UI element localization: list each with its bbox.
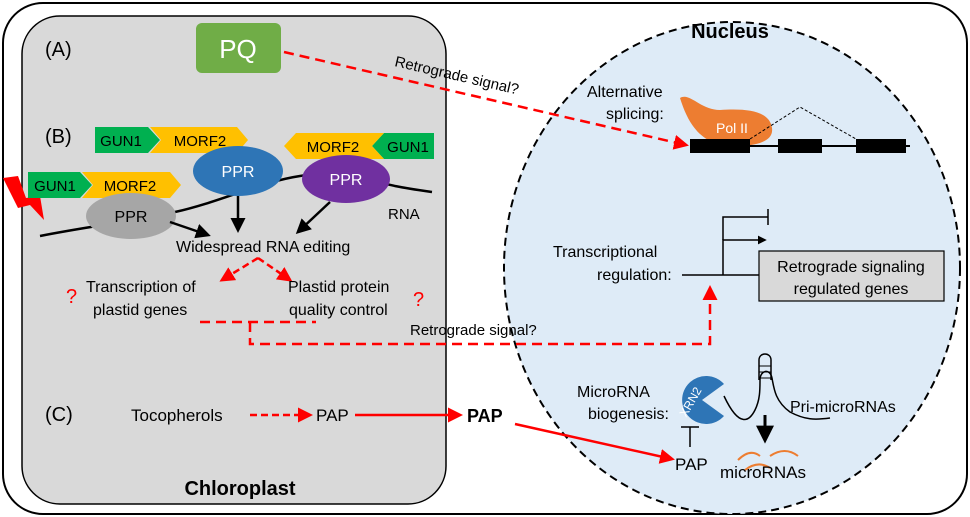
hairpin-rungs bbox=[759, 365, 771, 379]
pq-label: PQ bbox=[219, 34, 257, 64]
pap-cytosol-label: PAP bbox=[467, 406, 503, 426]
pap-chloroplast-label: PAP bbox=[316, 406, 349, 425]
gun1-morf2-complex-2: GUN1 MORF2 bbox=[284, 133, 434, 159]
ppr-purple-label: PPR bbox=[330, 172, 363, 189]
pol2-label: Pol II bbox=[716, 120, 748, 136]
ppr-blue-label: PPR bbox=[222, 164, 255, 181]
widespread-editing-label: Widespread RNA editing bbox=[176, 239, 350, 256]
gun1-tag bbox=[28, 172, 92, 198]
tocopherols-label: Tocopherols bbox=[131, 406, 223, 425]
retrograde-signal-a-arrow bbox=[283, 50, 689, 150]
panel-c-label: (C) bbox=[45, 404, 73, 426]
microrna-fragment-2 bbox=[769, 450, 799, 457]
editing-arrow-gray bbox=[169, 220, 211, 239]
gun1-morf2-complex-3: GUN1 MORF2 bbox=[28, 172, 181, 198]
pol2-enzyme bbox=[680, 96, 773, 146]
regulated-genes-box bbox=[758, 250, 945, 302]
to-transcription-arrow bbox=[219, 256, 259, 282]
question-mark-right: ? bbox=[413, 289, 424, 311]
morf2-label: MORF2 bbox=[104, 178, 157, 195]
ppr-blue bbox=[193, 146, 283, 196]
pq-box bbox=[196, 23, 281, 73]
quality-label-2: quality control bbox=[289, 302, 388, 319]
lightning-bolt-icon bbox=[3, 176, 44, 220]
regulated-genes-label-2: regulated genes bbox=[794, 281, 909, 298]
transcriptional-regulation-label-1: Transcriptional bbox=[553, 244, 657, 261]
chloroplast-label: Chloroplast bbox=[184, 478, 295, 500]
micrornas-label: microRNAs bbox=[720, 463, 806, 482]
morf2-label: MORF2 bbox=[174, 133, 227, 150]
to-quality-arrow bbox=[257, 256, 293, 282]
gun1-label: GUN1 bbox=[34, 178, 76, 195]
retrograde-signal-b-label: Retrograde signal? bbox=[410, 322, 537, 339]
microrna-biogenesis-label-1: MicroRNA bbox=[577, 384, 650, 401]
gun1-tag bbox=[372, 133, 434, 159]
promoter-repression bbox=[722, 216, 768, 240]
editing-arrow-purple bbox=[295, 201, 331, 235]
pap-nucleus-label: PAP bbox=[675, 455, 708, 474]
chloroplast-compartment bbox=[21, 15, 447, 505]
microrna-biogenesis-label-2: biogenesis: bbox=[588, 406, 669, 423]
regulated-genes-label-1: Retrograde signaling bbox=[777, 259, 925, 276]
gun1-tag bbox=[95, 127, 160, 153]
gun1-morf2-complex-1: GUN1 MORF2 bbox=[95, 127, 248, 153]
xrn2-enzyme bbox=[682, 376, 724, 425]
ppr-gray bbox=[86, 193, 176, 239]
ppr-gray-label: PPR bbox=[115, 209, 148, 226]
transcriptional-regulation-label-2: regulation: bbox=[597, 267, 672, 284]
morf2-label: MORF2 bbox=[307, 139, 360, 156]
rna-label: RNA bbox=[388, 206, 420, 223]
exon-2 bbox=[778, 139, 822, 153]
morf2-tag bbox=[284, 133, 384, 159]
gun1-label: GUN1 bbox=[100, 133, 142, 150]
transcription-label-2: plastid genes bbox=[93, 302, 187, 319]
panel-a-label: (A) bbox=[45, 39, 72, 61]
exon-1 bbox=[690, 139, 750, 153]
microrna-fragment-1 bbox=[737, 451, 761, 461]
splice-junction bbox=[749, 106, 857, 140]
pap-import-arrow bbox=[514, 422, 675, 464]
question-mark-left: ? bbox=[66, 286, 77, 308]
morf2-tag bbox=[150, 127, 248, 153]
pri-microrna-hairpin bbox=[758, 353, 772, 380]
gun1-label: GUN1 bbox=[387, 139, 429, 156]
transcription-label-1: Transcription of bbox=[86, 279, 196, 296]
ppr-purple bbox=[302, 155, 390, 203]
quality-label-1: Plastid protein bbox=[288, 279, 389, 296]
alternative-splicing-label-1: Alternative bbox=[587, 84, 663, 101]
alternative-splicing-label-2: splicing: bbox=[606, 106, 664, 123]
microrna-fragment-3 bbox=[744, 463, 771, 471]
pri-micrornas-label: Pri-microRNAs bbox=[790, 399, 896, 416]
exon-3 bbox=[856, 139, 906, 153]
morf2-tag bbox=[82, 172, 181, 198]
nucleus-label: Nucleus bbox=[691, 21, 769, 43]
panel-b-label: (B) bbox=[45, 126, 72, 148]
